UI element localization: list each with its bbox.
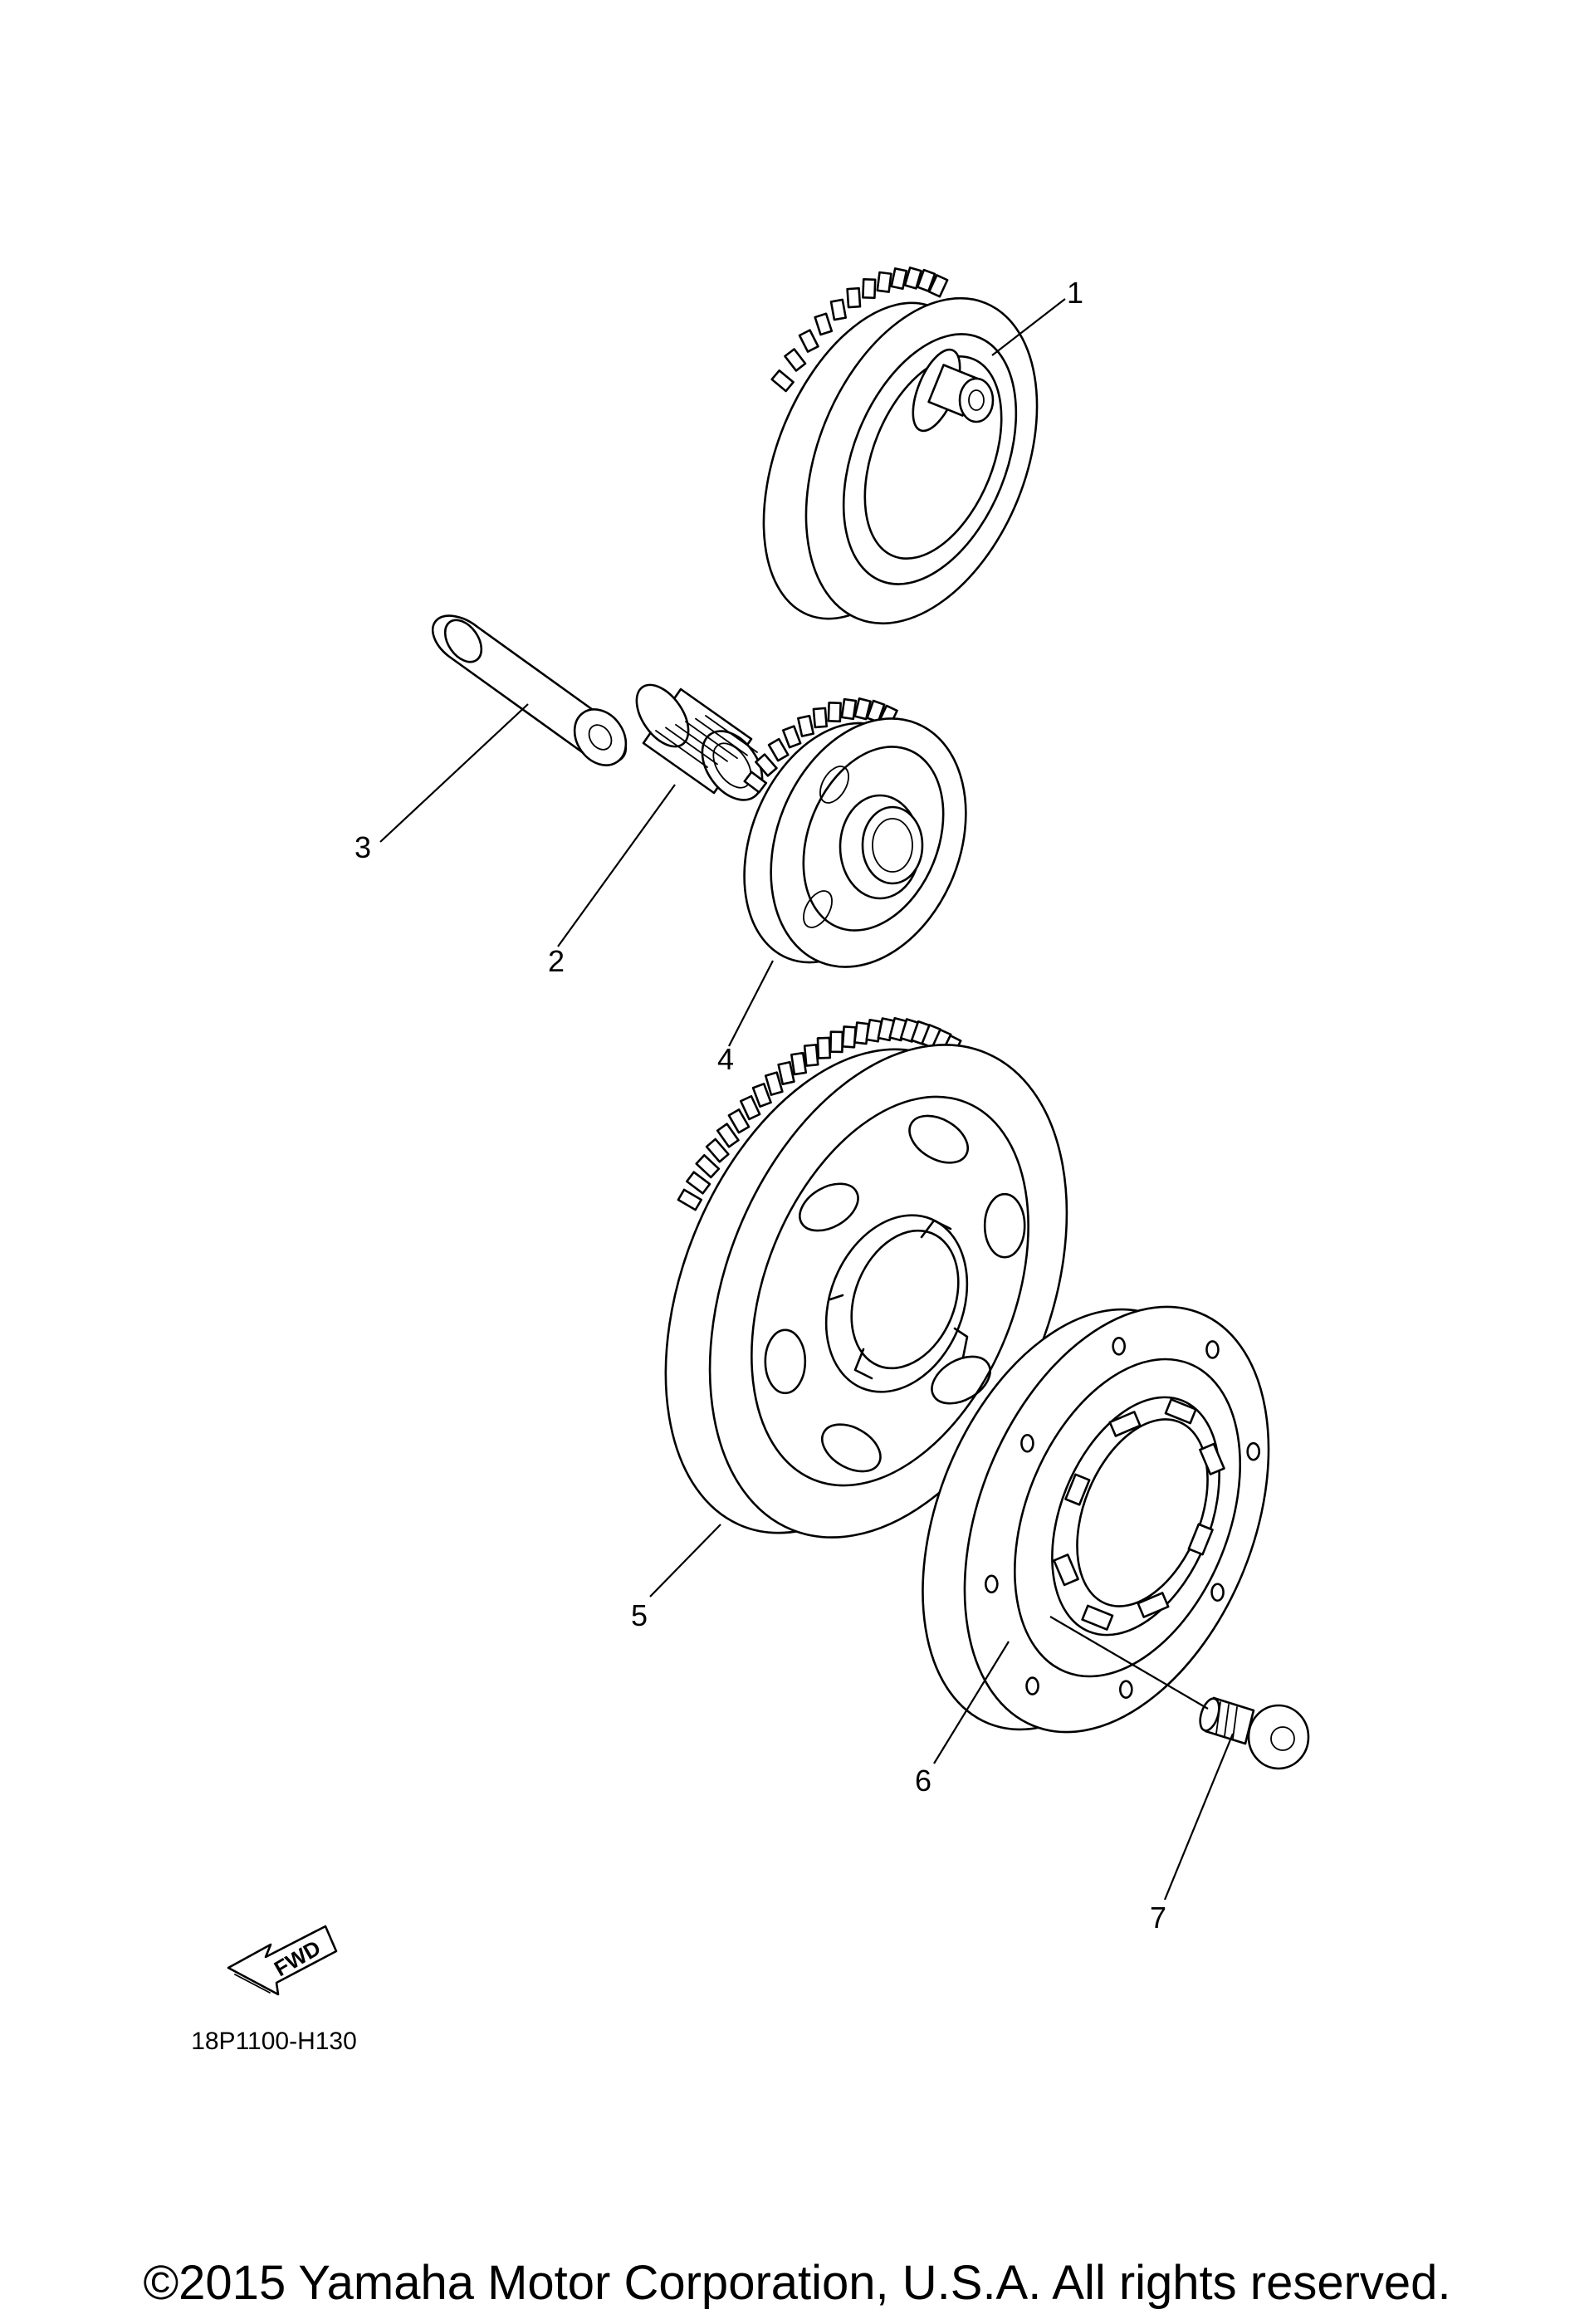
part-3-shaft	[431, 614, 628, 766]
leader-6	[933, 1641, 1010, 1764]
leader-1	[991, 298, 1066, 356]
leader-3	[379, 703, 529, 843]
callout-1: 1	[1067, 276, 1083, 310]
callout-2: 2	[548, 944, 565, 978]
callout-5: 5	[631, 1598, 648, 1632]
part-1-idle-gear-assembly	[762, 267, 1039, 625]
callout-4: 4	[717, 1042, 734, 1076]
part-7-bolt	[1199, 1696, 1310, 1770]
callout-6: 6	[915, 1764, 931, 1798]
leader-5	[649, 1524, 721, 1597]
callout-3: 3	[354, 830, 371, 864]
leader-6b	[1049, 1616, 1209, 1710]
part-6-starter-clutch	[922, 1305, 1270, 1734]
callout-7: 7	[1150, 1901, 1166, 1935]
part-4-idle-gear	[743, 697, 967, 968]
leader-4	[728, 960, 774, 1047]
leader-7	[1163, 1733, 1235, 1901]
diagram-code: 18P1100-H130	[191, 2028, 357, 2055]
leader-2	[557, 784, 676, 947]
copyright-notice: ©2015 Yamaha Motor Corporation, U.S.A. A…	[143, 2256, 1451, 2310]
part-2-needle-bearing	[635, 683, 764, 801]
fwd-arrow-icon: FWD	[227, 1925, 338, 1996]
callouts: 1 2 3 4 5 6 7	[354, 276, 1166, 1935]
leader-lines	[379, 298, 1235, 1901]
